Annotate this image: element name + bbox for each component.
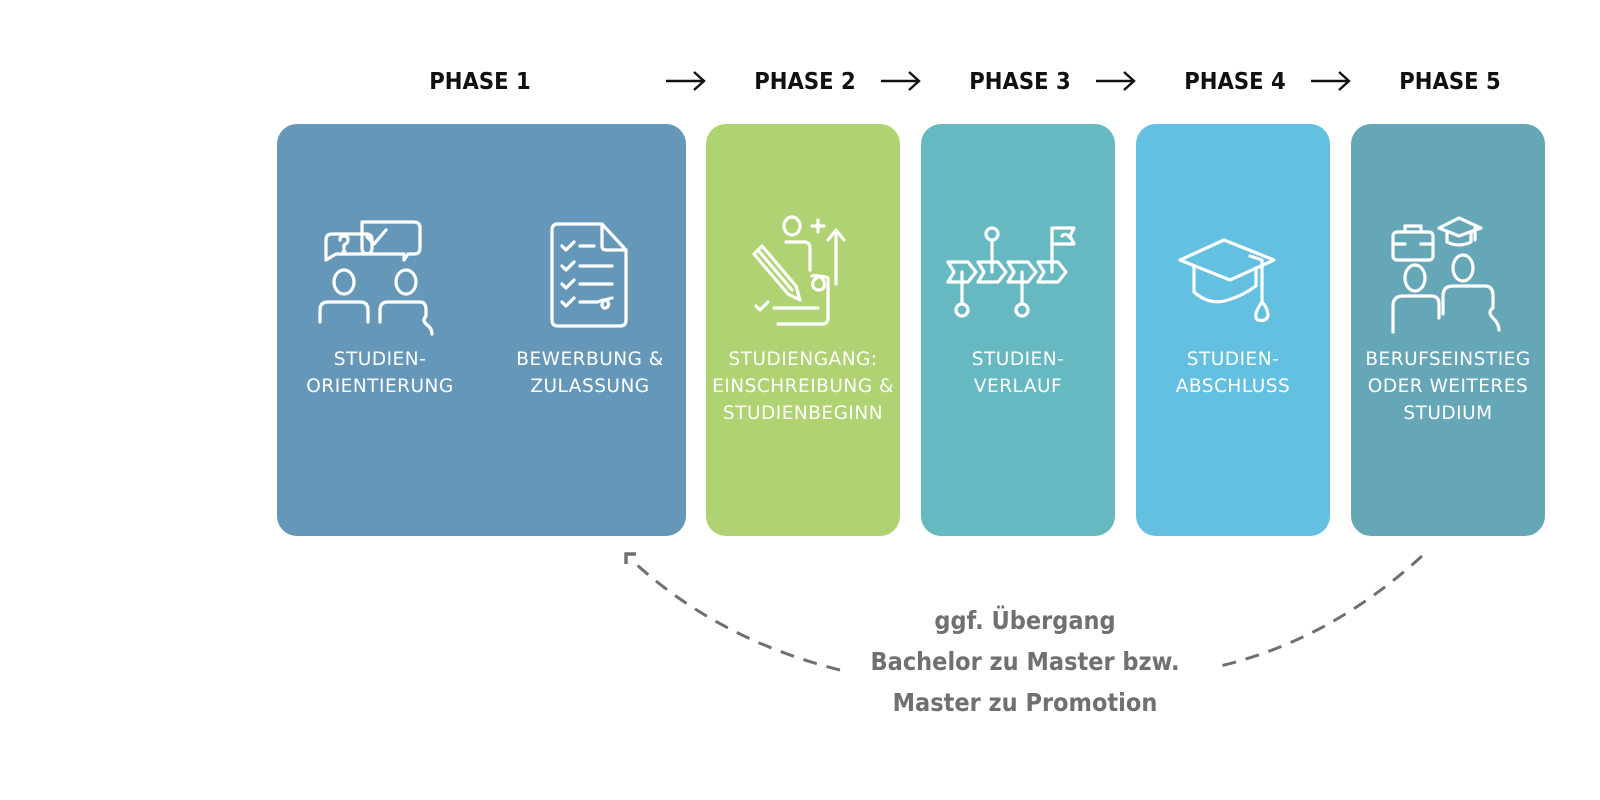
step-label-studiengang: STUDIENGANG: EINSCHREIBUNG & STUDIENBEGI…: [712, 349, 894, 424]
career-or-study-people-icon: [1391, 216, 1501, 334]
step-label-studienverlauf: STUDIEN- VERLAUF: [971, 349, 1065, 397]
step-label-bewerbung-zulassung: BEWERBUNG & ZULASSUNG: [516, 349, 664, 397]
phase-1-card: [277, 124, 686, 536]
phase-5-card: [1351, 124, 1545, 536]
arrowhead-icon: [624, 552, 636, 564]
step-label-studienabschluss: STUDIEN- ABSCHLUSS: [1175, 349, 1291, 397]
arrow-right-icon: [666, 71, 706, 91]
dialogue-people-icon: [318, 220, 434, 336]
graduation-cap-icon: [1178, 238, 1276, 323]
loop-note-line-3: Master zu Promotion: [892, 688, 1158, 717]
loop-note-line-2: Bachelor zu Master bzw.: [870, 647, 1180, 676]
person-pencil-arrow-icon: [752, 215, 846, 326]
loop-note-line-1: ggf. Übergang: [934, 606, 1116, 635]
phase-5-title: PHASE 5: [1399, 69, 1501, 95]
phase-4-card: [1136, 124, 1330, 536]
phase-1-title: PHASE 1: [429, 69, 531, 95]
timeline-milestones-icon: [946, 226, 1076, 318]
checklist-document-icon: [550, 222, 628, 328]
phase-3-title: PHASE 3: [969, 69, 1071, 95]
phase-2-title: PHASE 2: [754, 69, 856, 95]
step-label-berufseinstieg: BERUFSEINSTIEG ODER WEITERES STUDIUM: [1365, 349, 1531, 424]
phase-3-card: [921, 124, 1115, 536]
step-label-studienorientierung: STUDIEN- ORIENTIERUNG: [306, 349, 454, 397]
arrow-right-icon: [881, 71, 921, 91]
phase-4-title: PHASE 4: [1184, 69, 1286, 95]
arrow-right-icon: [1096, 71, 1136, 91]
arrow-right-icon: [1311, 71, 1351, 91]
phase-2-card: [706, 124, 900, 536]
